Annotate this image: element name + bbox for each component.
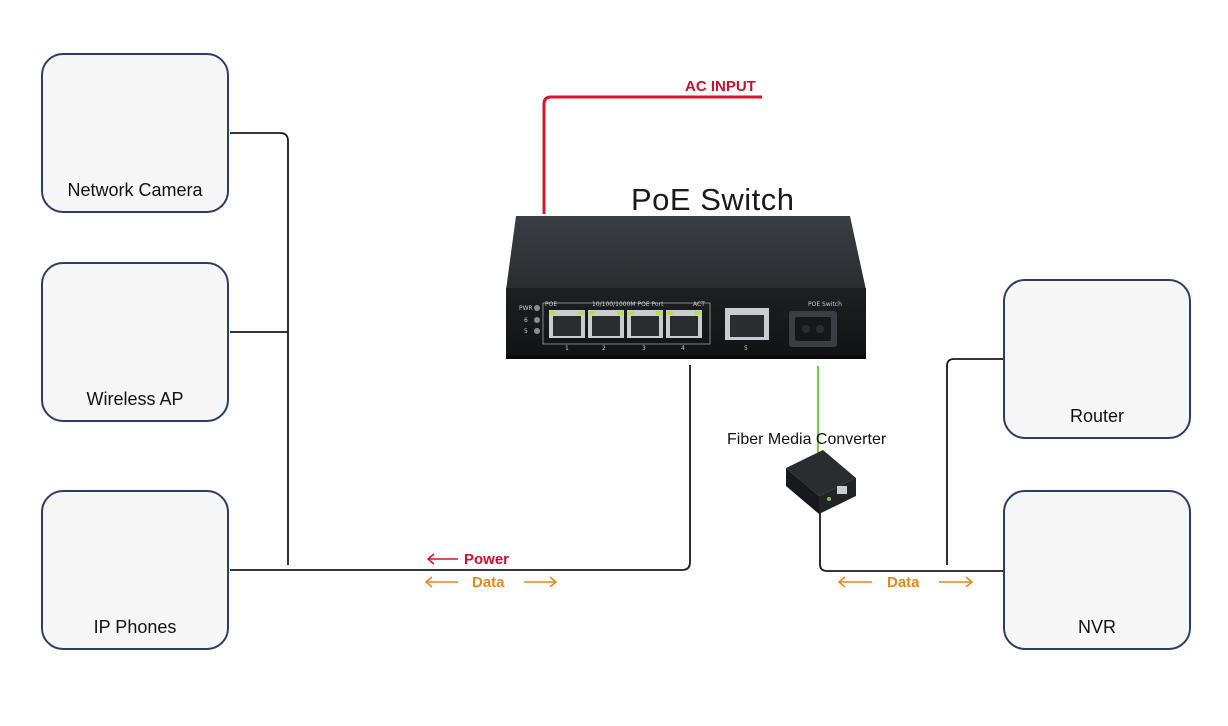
port-4-number: 4 — [681, 345, 685, 352]
phone-label: IP Phones — [93, 617, 177, 637]
speed-panel-label: 10/100/1000M POE Port — [592, 301, 664, 308]
device-card-ap: Wireless AP — [41, 262, 229, 422]
data-label-right: Data — [887, 574, 920, 591]
power-arrow — [426, 553, 458, 565]
data-arrows-left — [424, 576, 558, 588]
cable-camera — [230, 132, 289, 565]
ac-power-line — [542, 95, 762, 214]
led-6-label: 6 — [524, 317, 528, 324]
rj45-port-1 — [549, 310, 585, 338]
switch-title: PoE Switch — [631, 182, 795, 217]
device-card-camera: Network Camera — [41, 53, 229, 213]
port-3-number: 3 — [642, 345, 646, 352]
rj45-port-3 — [627, 310, 663, 338]
poe-switch: PWR 6 5 POE 10/100/1000M POE Port ACT — [506, 216, 866, 359]
router-label: Router — [1069, 406, 1125, 426]
rj45-port-5 — [725, 308, 769, 340]
pwr-led-label: PWR — [519, 305, 533, 312]
cable-router — [946, 358, 1003, 565]
act-panel-label: ACT — [693, 301, 705, 308]
device-card-router: Router — [1003, 279, 1191, 439]
fiber-converter-label: Fiber Media Converter — [727, 431, 887, 448]
camera-label: Network Camera — [67, 180, 203, 200]
rj45-port-2 — [588, 310, 624, 338]
led-5-label: 5 — [524, 328, 528, 335]
poe-panel-label: POE — [545, 301, 557, 308]
data-arrows-right — [837, 576, 974, 588]
ac-input-label: AC INPUT — [685, 78, 756, 95]
device-card-phone: IP Phones — [41, 490, 229, 650]
data-label-left: Data — [472, 574, 505, 591]
cable-converter-to-nvr — [819, 512, 1003, 572]
ap-label: Wireless AP — [86, 389, 184, 409]
switch-brand-label: POE Switch — [808, 301, 842, 308]
power-label: Power — [464, 551, 510, 568]
rj45-port-4 — [666, 310, 702, 338]
sfp-port — [789, 311, 837, 347]
port-5-number: 5 — [744, 345, 748, 352]
cable-phone-to-switch — [230, 365, 691, 571]
device-card-nvr: NVR — [1003, 490, 1191, 650]
port-2-number: 2 — [602, 345, 606, 352]
nvr-label: NVR — [1077, 617, 1116, 637]
fiber-media-converter — [786, 450, 856, 514]
port-1-number: 1 — [565, 345, 569, 352]
